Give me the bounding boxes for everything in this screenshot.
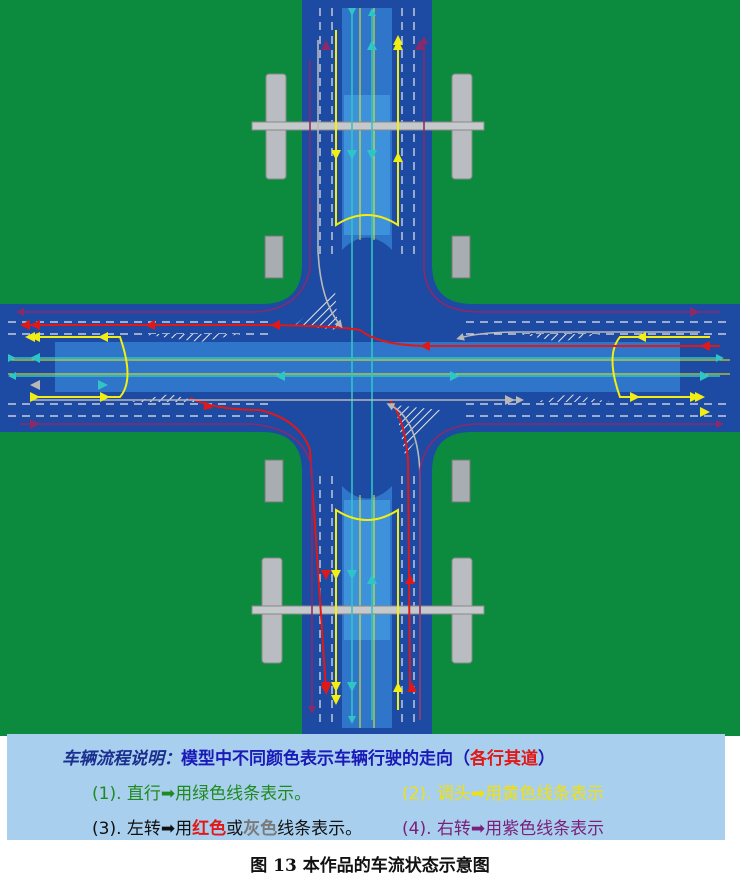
legend-item-text: 调头➡用黄色线条表示 [436,784,605,804]
legend-item-text-mid: 或 [226,819,244,839]
median-horizontal [8,342,730,392]
pedestrian-bridge-south [251,557,485,664]
legend-item-rightturn: (4). 右转➡用紫色线条表示 [402,814,604,839]
uturn-flow-lines [25,30,710,710]
legend-title: 车辆流程说明：模型中不同颜色表示车辆行驶的走向（各行其道） [62,744,555,769]
legend-gray-word: 灰色 [243,819,278,839]
rightturn-flow-lines [16,36,724,720]
legend-title-highlight: 各行其道 [470,749,538,769]
legend-red-word: 红色 [192,819,227,839]
legend-item-straight: (1). 直行➡用绿色线条表示。 [92,779,311,804]
legend-item-leftturn: (3). 左转➡用红色或灰色线条表示。 [92,814,362,839]
legend-item-text: 右转➡用紫色线条表示 [436,819,605,839]
road-corners [262,264,472,472]
direction-arrows [30,40,710,692]
legend-item-text-post: 线条表示。 [277,819,363,839]
bus-shelters [264,235,471,503]
legend-item-number: (2). [402,784,432,804]
legend-item-text: 直行➡用绿色线条表示。 [126,784,312,804]
figure-caption: 图 13 本作品的车流状态示意图 [250,856,490,876]
legend-item-text-pre: 左转➡用 [126,819,193,839]
pedestrian-bridge-north [251,73,485,180]
legend-item-uturn: (2). 调头➡用黄色线条表示 [402,779,604,804]
legend-title-label: 车辆流程说明： [62,749,181,769]
straight-flow-lines [8,8,724,724]
legend-item-number: (4). [402,819,432,839]
legend-title-close: ） [538,749,555,769]
intersection-diagram [0,0,740,736]
legend-panel: 车辆流程说明：模型中不同颜色表示车辆行驶的走向（各行其道） (1). 直行➡用绿… [7,734,725,840]
legend-title-text: 模型中不同颜色表示车辆行驶的走向（ [181,749,470,769]
legend-item-number: (1). [92,784,122,804]
legend-item-number: (3). [92,819,122,839]
